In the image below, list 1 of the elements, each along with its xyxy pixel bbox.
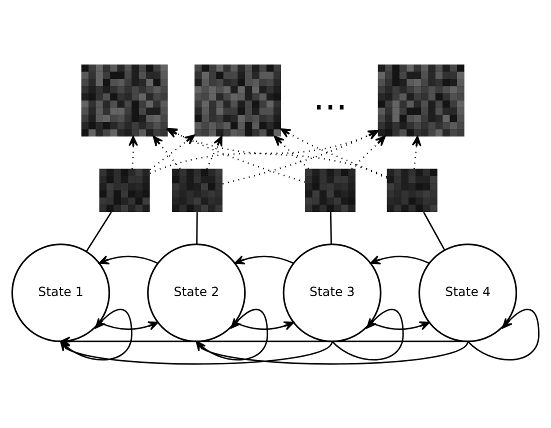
label: ... xyxy=(313,77,348,118)
